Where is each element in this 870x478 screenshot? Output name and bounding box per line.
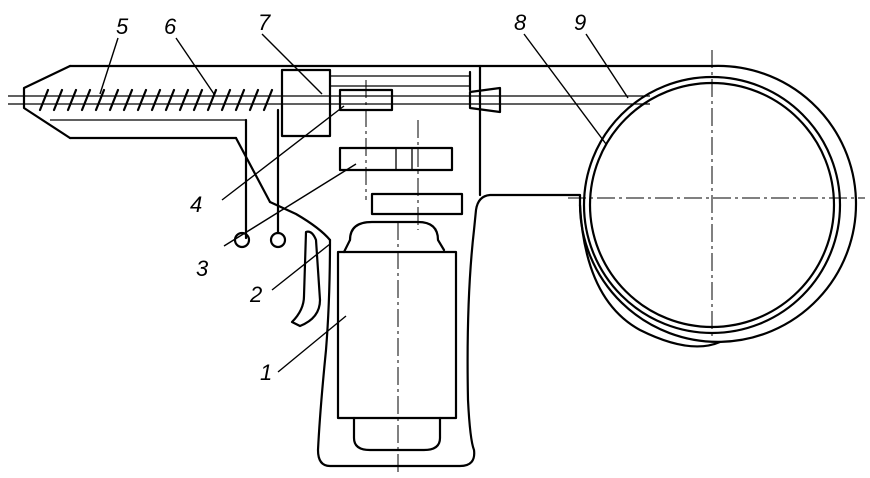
gear-train <box>338 80 464 230</box>
label-9: 9 <box>574 10 586 35</box>
contact-rings <box>233 108 287 249</box>
leader-lines <box>99 33 629 373</box>
label-3: 3 <box>196 256 209 281</box>
housing-outline <box>22 64 858 468</box>
label-6: 6 <box>164 14 177 39</box>
label-1: 1 <box>260 360 272 385</box>
trigger <box>290 230 322 328</box>
label-7: 7 <box>258 10 271 35</box>
coil-spring <box>38 88 274 112</box>
label-8: 8 <box>514 10 527 35</box>
label-2: 2 <box>249 282 262 307</box>
motor <box>336 220 458 476</box>
label-4: 4 <box>190 192 202 217</box>
clamp-block <box>280 68 472 138</box>
label-5: 5 <box>116 14 129 39</box>
reel-drum <box>568 50 865 348</box>
